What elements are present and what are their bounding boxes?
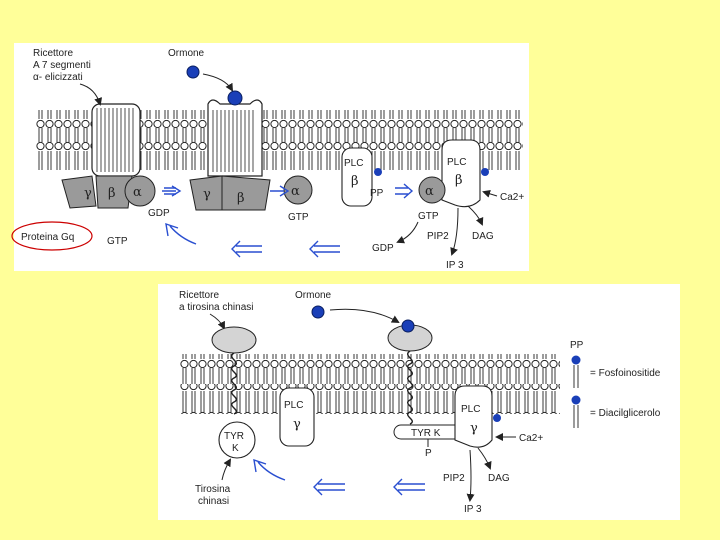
rtk-bound-helix [407,350,413,425]
ca-label: Ca2+ [500,192,524,203]
flow-arrow-left-1 [231,240,262,258]
receptor-label-line1: Ricettore [33,48,73,59]
dag2-label: DAG [488,473,510,484]
plc-beta-label-2: β [455,173,463,188]
hormone2-bound [401,319,415,333]
g-beta-subunit-2 [221,175,271,211]
ip3-arrow [450,207,459,256]
flow2-arrow-left-2 [393,478,425,496]
tyr-kinase-domain [218,421,256,459]
hormone2-label: Ormone [295,290,332,301]
panel-gq-pathway: γ β α GDP GTP Ricettore A 7 segmenti α- … [11,43,529,271]
gdp-label: GDP [148,208,170,219]
rtk-extracellular-domain [211,326,257,354]
hormone-molecule [186,65,200,79]
gamma-label: γ [84,186,92,201]
receptor2-label-line1: Ricettore [179,290,219,301]
gq-highlight-circle [11,221,93,251]
flow-arrows-panel1 [162,183,414,258]
ca-arrow [482,189,498,198]
receptor-label-line2: A 7 segmenti [33,60,91,71]
beta-label-2: β [237,191,245,206]
membrane2-inner-leaflet [180,384,560,414]
plc-label: PLC [344,158,363,169]
hormone-label: Ormone [168,48,205,59]
dag-label: DAG [472,231,494,242]
kinase-pointer-arrow [221,458,232,481]
hormone2-arrow [329,308,400,323]
k-label: K [232,443,239,454]
tyr-k-label: TYR K [411,428,441,439]
flow-arrows-panel2 [253,458,425,496]
gdp-label-2: GDP [372,243,394,254]
pp-label: PP [370,188,384,199]
plc-label-2: PLC [447,157,466,168]
hormone-arrow [202,73,234,92]
plc2-gamma-label: γ [293,417,301,432]
rtk-transmembrane-helix [231,352,237,415]
gdp-arrow [396,221,419,244]
alpha-label-3: α [425,184,434,199]
kinase-label-line2: chinasi [198,496,229,507]
legend-pp-label: PP [570,340,584,351]
plc-beta-active [441,139,481,208]
g-beta-subunit [95,175,133,209]
kinase-label-line1: Tirosina [195,484,231,495]
g-alpha-subunit [124,175,156,207]
g-alpha-active [418,176,446,204]
plc2-gamma-label-2: γ [470,421,478,436]
gtp-label-3: GTP [418,211,439,222]
alpha-label-2: α [291,184,300,199]
gq-label: Proteina Gq [21,232,74,243]
plc-gamma-active [454,385,493,448]
receptor-label-line3: α- elicizzati [33,72,83,83]
legend-dag-icon [571,395,581,405]
flow-arrow-right-2 [270,185,290,197]
ip3-2-arrow [466,449,475,502]
gtp-label-2: GTP [288,212,309,223]
dag-arrow [467,205,484,226]
p-label: P [425,448,432,459]
legend: PP = Fosfoinositide = Diacilglicerolo [570,340,661,428]
pip2-label-2: PIP2 [443,473,465,484]
flow-arrow-return [165,222,197,245]
receptor-pointer-arrow [79,83,103,106]
panel-tyrosine-kinase-pathway: Ricettore a tirosina chinasi Ormone TYR … [158,284,680,520]
plc2-label: PLC [284,400,303,411]
flow-arrow-left-2 [309,240,340,258]
ip3-label-2: IP 3 [464,504,482,515]
g-gamma-subunit [61,175,97,209]
hormone2-molecule [311,305,325,319]
plc-gamma-inactive [279,387,315,447]
ca2-label: Ca2+ [519,433,543,444]
gamma-label-2: γ [203,187,211,202]
pip2-head-2 [481,168,489,176]
flow2-arrow-return [253,458,286,481]
plc-beta-label: β [351,174,359,189]
flow2-arrow-left-1 [313,478,345,496]
plc-beta-inactive [341,147,373,207]
ip3-label: IP 3 [446,260,464,271]
dag2-arrow [477,447,492,470]
receptor2-label-line2: a tirosina chinasi [179,302,253,313]
gtp-label: GTP [107,236,128,247]
legend-phosphoinositide-label: = Fosfoinositide [590,368,661,379]
plc2-label-2: PLC [461,404,480,415]
legend-dag-label: = Diacilglicerolo [590,408,661,419]
legend-phosphoinositide-icon [571,355,581,365]
pip2-label: PIP2 [427,231,449,242]
gpcr-receptor-bound [207,90,263,177]
flow-arrow-right-3 [395,183,414,199]
alpha-label: α [133,185,142,200]
pip2-head [374,168,382,176]
tyr-label: TYR [224,431,244,442]
pip2-head-3 [493,414,501,422]
beta-label: β [108,186,116,201]
receptor2-pointer-arrow [209,313,225,330]
g-alpha-gtp [283,175,313,205]
gpcr-receptor-empty [91,103,141,177]
membrane2-outer-leaflet [180,354,560,384]
